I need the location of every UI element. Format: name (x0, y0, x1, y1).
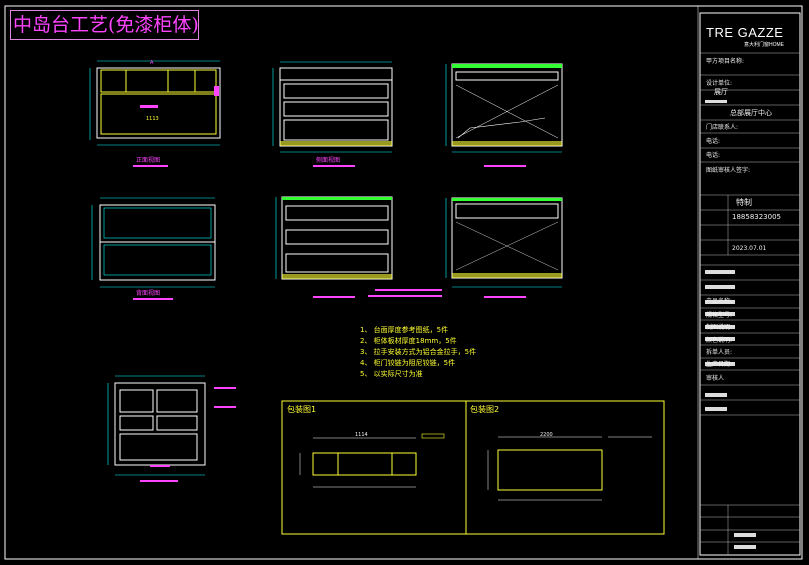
plan-marker-label: A (150, 60, 154, 66)
caption-back: 背面视图 (136, 290, 161, 297)
caption-bar-1 (133, 165, 168, 167)
tb-row-14: 颜色说明: (706, 337, 733, 344)
plan-dim-label: 1113 (146, 116, 159, 122)
tb-row-1: 设计单位: (706, 80, 733, 87)
title-block-value-boxes (705, 100, 756, 549)
caption-bar-7 (140, 480, 178, 482)
package-1-title: 包装图1 (287, 405, 317, 414)
tb-row-3: 总部展厅中心 (730, 109, 772, 117)
note-4: 4、 柜门铰链为阻尼铰链，5件 (360, 359, 456, 367)
tb-date: 2023.07.01 (732, 245, 767, 252)
package-1-drawing (299, 433, 445, 488)
view-plan-top-left (89, 60, 221, 146)
tb-row-5: 电话: (706, 138, 721, 145)
tb-row-6: 电话: (706, 152, 721, 159)
caption-side: 侧面视图 (316, 157, 341, 164)
tb-row-4: 门店联系人: (706, 124, 739, 131)
tb-row-11: 产品名称: (706, 298, 733, 305)
tb-row-12: 规格型号: (706, 312, 733, 319)
package-1-dim: 1114 (355, 432, 368, 438)
title-box (10, 10, 199, 40)
package-2-title: 包装图2 (470, 405, 500, 414)
title-block-grid (700, 52, 800, 555)
tb-phone: 18858323005 (732, 213, 781, 221)
caption-bar-2 (313, 165, 355, 167)
title-block-frame (699, 12, 801, 556)
view-side-elevation-middle (445, 197, 563, 288)
caption-bar-3 (484, 165, 526, 167)
tb-row-0: 甲方项目名称: (706, 58, 745, 65)
view-front-elevation-top (272, 61, 393, 153)
drawing-title: 中岛台工艺(免漆柜体) (13, 14, 199, 36)
view-front-elevation-middle (275, 196, 442, 297)
brand-logo-sub: 意大利门窗HOME (744, 41, 785, 48)
tb-row-17: 审核人 (706, 375, 725, 382)
caption-bar-4 (133, 298, 173, 300)
caption-bar-5 (313, 296, 355, 298)
tb-row-7: 图纸审核人签字: (706, 167, 751, 174)
tb-row-16: 生产日期: (706, 361, 733, 368)
view-side-elevation-top (445, 63, 563, 153)
brand-logo: TRE GAZZE (706, 25, 783, 40)
note-2: 2、 柜体板材厚度18mm，5件 (360, 337, 457, 345)
tb-row-2: 展厅 (714, 88, 728, 96)
note-1: 1、 台面厚度参考图纸，5件 (360, 326, 449, 334)
note-3: 3、 拉手安装方式为铝合金拉手，5件 (360, 348, 477, 356)
tb-row-13: 制图说明: (706, 324, 733, 331)
note-5: 5、 以实际尺寸为准 (360, 370, 423, 378)
drawing-border (4, 5, 803, 560)
package-2-drawing (487, 436, 652, 501)
tb-row-15: 拆单人员: (706, 349, 733, 356)
caption-bar-6 (484, 296, 526, 298)
view-back-elevation (91, 197, 216, 288)
package-frame (281, 400, 665, 535)
caption-front: 正面视图 (136, 157, 161, 164)
view-detail-bottom-left (107, 375, 236, 476)
package-2-dim: 2200 (540, 432, 553, 438)
tb-special: 特制 (736, 198, 752, 207)
